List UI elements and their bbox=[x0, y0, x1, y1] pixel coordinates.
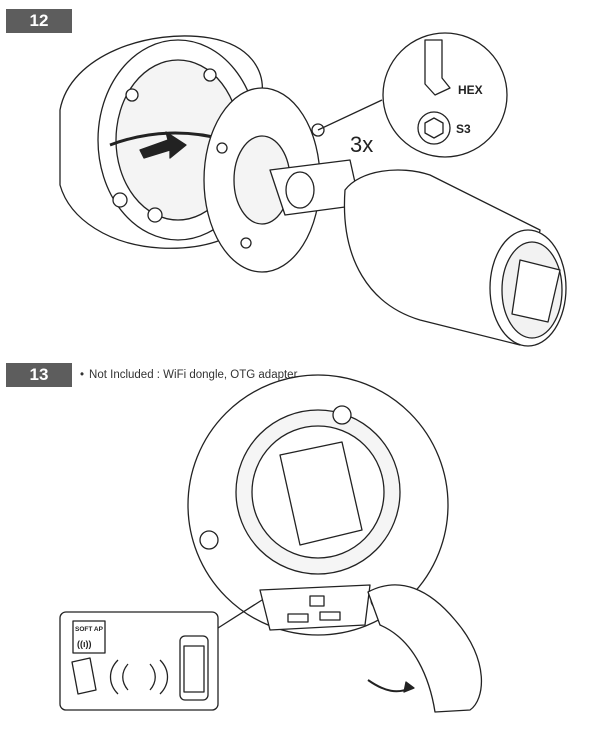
note-text: Not Included : WiFi dongle, OTG adapter bbox=[89, 369, 298, 381]
port bbox=[287, 613, 309, 623]
soft-ap-badge bbox=[72, 620, 106, 654]
lens-window bbox=[511, 259, 561, 323]
soft-ap-label: SOFT AP bbox=[75, 626, 104, 633]
usb-port bbox=[309, 595, 325, 607]
wave bbox=[149, 663, 156, 691]
screw bbox=[240, 237, 252, 249]
cover-flap bbox=[367, 584, 483, 713]
rotate-arrow-icon bbox=[367, 679, 411, 693]
inset-pointer bbox=[217, 599, 263, 629]
hex-socket-shape bbox=[424, 117, 444, 139]
lens-window bbox=[279, 441, 363, 546]
screw-hole bbox=[112, 192, 128, 208]
port bbox=[319, 611, 341, 621]
screw-hole bbox=[203, 68, 217, 82]
wifi-dongle-icon bbox=[71, 657, 97, 695]
step-number: 13 bbox=[29, 365, 49, 384]
bullet: • bbox=[80, 369, 85, 381]
callout-line bbox=[317, 99, 383, 131]
wifi-icon: ((ı)) bbox=[77, 639, 92, 649]
step-number: 12 bbox=[29, 11, 49, 30]
wave bbox=[109, 659, 119, 695]
arm-joint bbox=[285, 171, 315, 209]
arrowhead bbox=[403, 681, 415, 693]
screw bbox=[216, 142, 228, 154]
screw bbox=[199, 530, 219, 550]
step-number-badge: 12 bbox=[6, 9, 72, 33]
connector-panel bbox=[259, 584, 371, 631]
quantity-label: 3x bbox=[350, 132, 373, 157]
screw-hole bbox=[147, 207, 163, 223]
wave bbox=[159, 659, 169, 695]
wave bbox=[122, 663, 129, 691]
step-number-badge: 13 bbox=[6, 363, 72, 387]
socket-label: S3 bbox=[456, 122, 471, 136]
insert-arrow-icon bbox=[139, 131, 187, 159]
hex-key-icon bbox=[424, 39, 451, 96]
callout-circle bbox=[382, 32, 508, 158]
screw-hole bbox=[125, 88, 139, 102]
screw bbox=[332, 405, 352, 425]
phone-screen bbox=[183, 645, 205, 693]
hex-label: HEX bbox=[458, 83, 483, 97]
step-note: • Not Included : WiFi dongle, OTG adapter bbox=[80, 369, 297, 381]
